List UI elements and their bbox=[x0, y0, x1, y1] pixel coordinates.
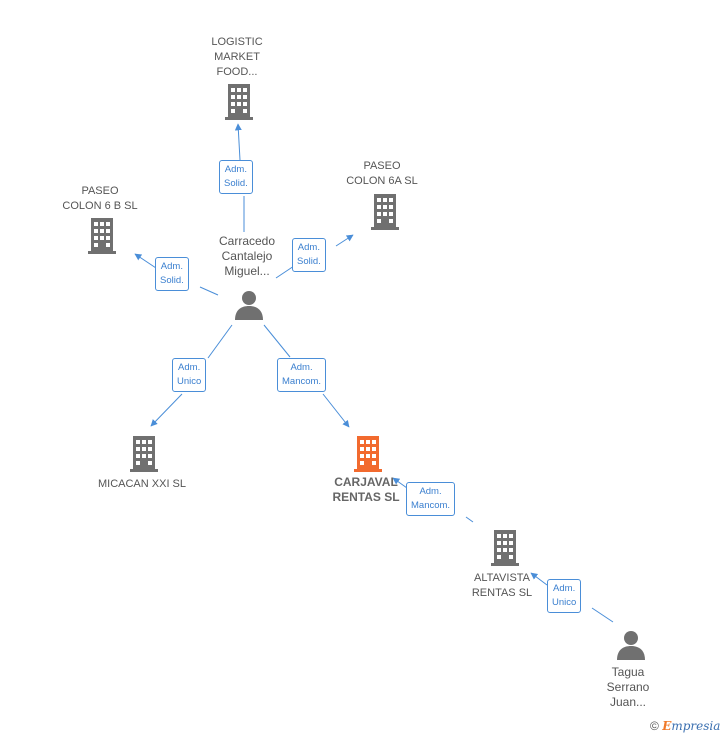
empresia-logo[interactable]: Empresia bbox=[662, 719, 721, 733]
person-label-tagua[interactable]: Tagua Serrano Juan... bbox=[606, 665, 650, 709]
edge-label-adm-mancom[interactable]: Adm. Mancom. bbox=[277, 358, 327, 392]
company-label-altavista[interactable]: ALTAVISTA RENTAS SL bbox=[471, 572, 533, 599]
copyright-symbol: © bbox=[650, 719, 659, 733]
person-label-carracedo[interactable]: Carracedo Cantalejo Miguel... bbox=[218, 234, 276, 278]
edge-line bbox=[135, 254, 219, 296]
building-icon[interactable] bbox=[128, 436, 160, 472]
edge-line bbox=[238, 124, 244, 232]
edge-label-adm-unico[interactable]: Adm. Unico bbox=[172, 358, 207, 392]
company-label-micacan[interactable]: MICACAN XXI SL bbox=[97, 478, 187, 490]
building-icon[interactable] bbox=[86, 218, 118, 254]
edge-label-adm-solid[interactable]: Adm. Solid. bbox=[155, 257, 189, 291]
company-label-logistic[interactable]: LOGISTIC MARKET FOOD... bbox=[211, 36, 263, 78]
focus-building-icon[interactable] bbox=[352, 436, 384, 472]
edge-line bbox=[263, 324, 349, 427]
edge-label-adm-solid[interactable]: Adm. Solid. bbox=[292, 238, 326, 272]
building-icon[interactable] bbox=[489, 530, 521, 566]
edge-label-adm-mancom[interactable]: Adm. Mancom. bbox=[406, 482, 456, 516]
person-icon[interactable] bbox=[616, 630, 646, 660]
edge-line bbox=[151, 324, 233, 426]
person-icon[interactable] bbox=[234, 290, 264, 320]
edge-line bbox=[393, 478, 474, 523]
edge-line bbox=[531, 573, 614, 623]
edge-label-adm-solid[interactable]: Adm. Solid. bbox=[219, 160, 253, 194]
building-icon[interactable] bbox=[223, 84, 255, 120]
edge-line bbox=[275, 235, 353, 279]
company-label-paseo-colon-6b[interactable]: PASEO COLON 6 B SL bbox=[62, 185, 138, 212]
copyright-footer: © Empresia bbox=[650, 719, 720, 733]
building-icon[interactable] bbox=[369, 194, 401, 230]
company-label-paseo-colon-6a[interactable]: PASEO COLON 6A SL bbox=[346, 160, 418, 187]
company-label-carjaval[interactable]: CARJAVAL RENTAS SL bbox=[332, 475, 400, 504]
edge-label-adm-unico[interactable]: Adm. Unico bbox=[547, 579, 582, 613]
